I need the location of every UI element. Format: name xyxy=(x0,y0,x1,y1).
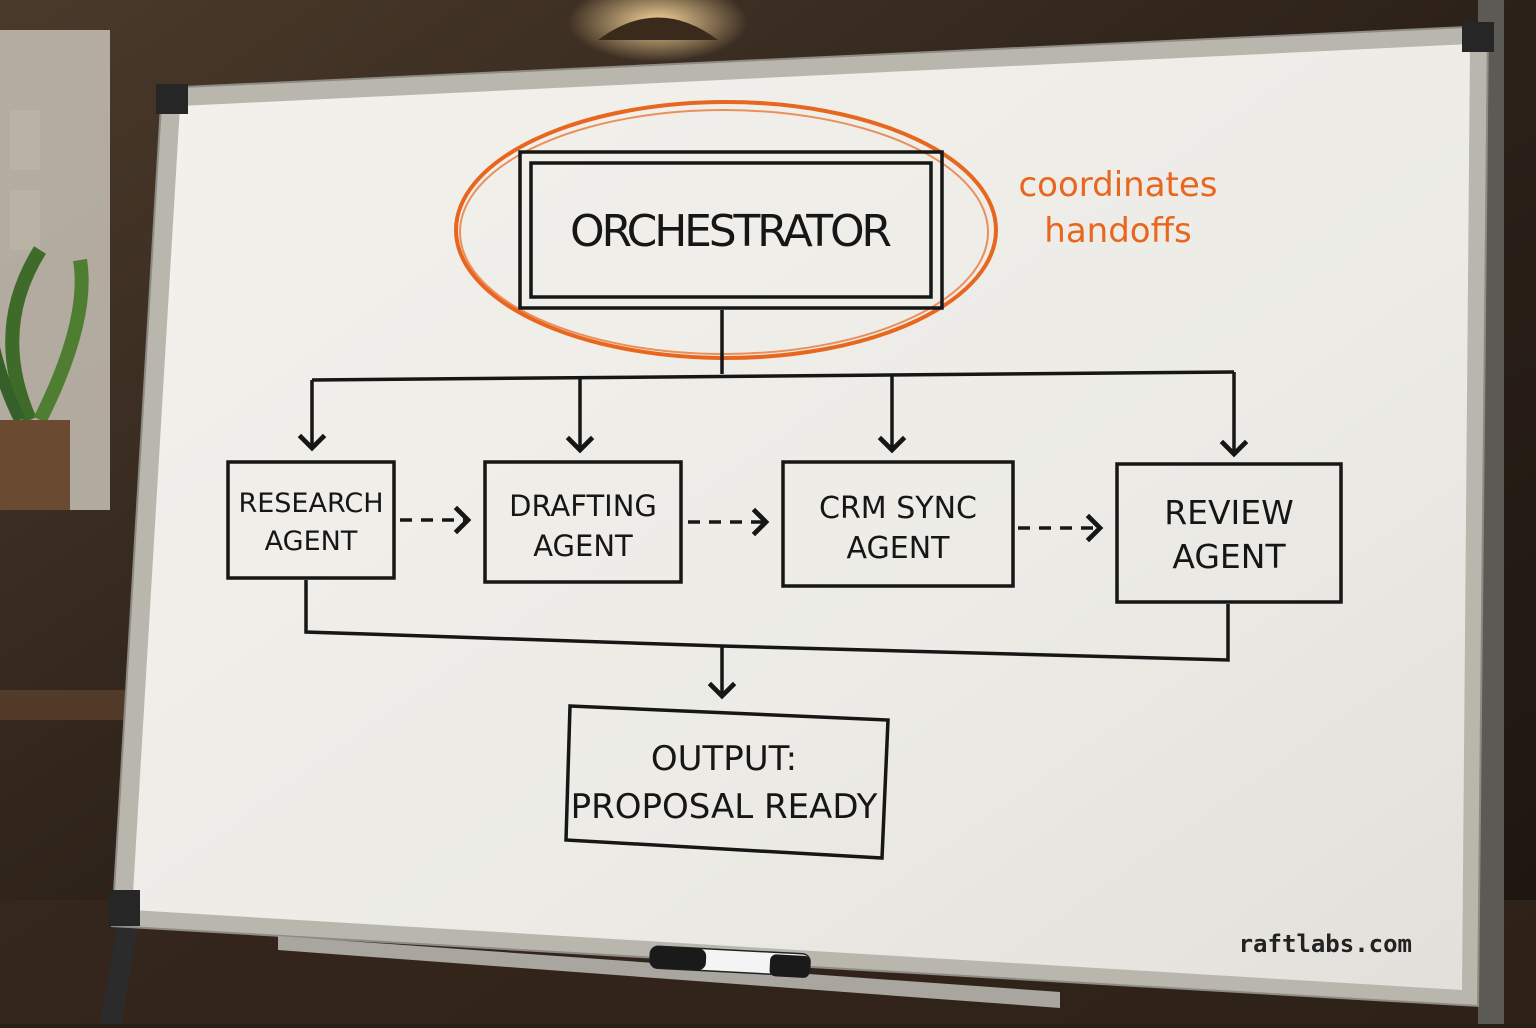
agent-review: REVIEW AGENT xyxy=(1115,462,1343,604)
agent-drafting-line-1: DRAFTING xyxy=(509,489,657,523)
agent-drafting-line-2: AGENT xyxy=(533,529,633,563)
output-line-2: PROPOSAL READY xyxy=(571,787,878,827)
annotation-line-2: handoffs xyxy=(1044,211,1191,251)
annotation: coordinates handoffs xyxy=(1018,165,1217,251)
whiteboard-surface xyxy=(132,44,1470,990)
orange-circle xyxy=(454,100,998,360)
agent-review-line-1: REVIEW xyxy=(1164,493,1294,532)
agent-research-line-2: AGENT xyxy=(265,526,358,557)
handoff-arrows xyxy=(400,505,1104,543)
connectors-bottom xyxy=(304,580,1230,700)
agent-drafting: DRAFTING AGENT xyxy=(483,460,683,584)
agent-review-line-2: AGENT xyxy=(1172,537,1286,576)
orchestrator-node: ORCHESTRATOR xyxy=(454,100,998,360)
watermark: raftlabs.com xyxy=(1239,930,1412,958)
marker-icon xyxy=(649,945,811,978)
plant-icon xyxy=(0,246,89,510)
agent-crm-sync-line-1: CRM SYNC xyxy=(819,491,977,526)
orchestrator-label: ORCHESTRATOR xyxy=(570,206,892,257)
agent-crm-sync-line-2: AGENT xyxy=(847,531,951,566)
annotation-line-1: coordinates xyxy=(1018,165,1217,205)
agent-crm-sync: CRM SYNC AGENT xyxy=(781,460,1015,588)
connectors-top xyxy=(297,310,1249,458)
agent-research: RESEARCH AGENT xyxy=(226,460,396,580)
output-node: OUTPUT: PROPOSAL READY xyxy=(564,704,890,860)
output-line-1: OUTPUT: xyxy=(651,739,797,779)
agent-research-line-1: RESEARCH xyxy=(238,488,383,519)
marker-tray xyxy=(278,936,1060,1008)
easel-leg-left xyxy=(100,900,142,1024)
